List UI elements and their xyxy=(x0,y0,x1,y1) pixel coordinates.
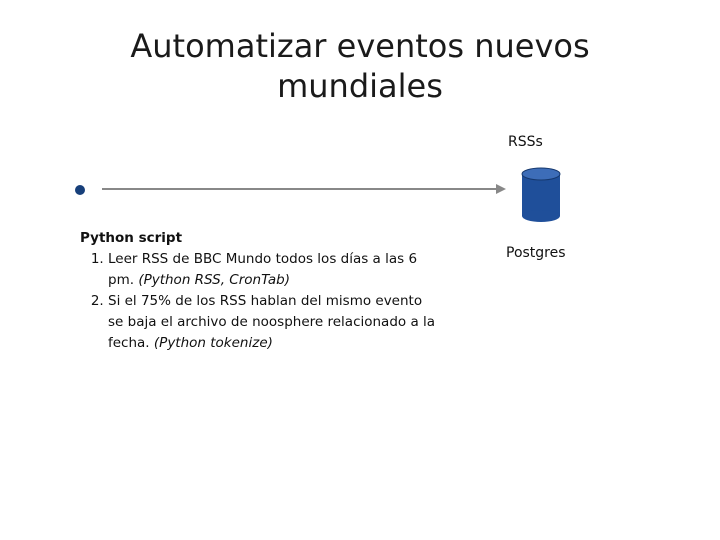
title-line-2: mundiales xyxy=(277,67,443,105)
step-text: Leer RSS de BBC Mundo todos los días a l… xyxy=(108,251,418,288)
script-description: Python script Leer RSS de BBC Mundo todo… xyxy=(80,228,440,354)
step-note: (Python tokenize) xyxy=(153,335,273,351)
title-line-1: Automatizar eventos nuevos xyxy=(130,27,590,65)
step-item: Leer RSS de BBC Mundo todos los días a l… xyxy=(108,249,440,291)
database-label: Postgres xyxy=(506,245,566,261)
database-icon xyxy=(521,167,561,222)
rss-label: RSSs xyxy=(508,134,543,150)
script-heading: Python script xyxy=(80,230,183,246)
step-note: (Python RSS, CronTab) xyxy=(138,272,291,288)
step-text: Si el 75% de los RSS hablan del mismo ev… xyxy=(108,293,436,351)
slide-title: Automatizar eventos nuevos mundiales xyxy=(90,26,630,106)
arrowhead xyxy=(496,184,506,194)
step-item: Si el 75% de los RSS hablan del mismo ev… xyxy=(108,291,440,354)
steps-list: Leer RSS de BBC Mundo todos los días a l… xyxy=(80,249,440,354)
source-node xyxy=(75,185,85,195)
